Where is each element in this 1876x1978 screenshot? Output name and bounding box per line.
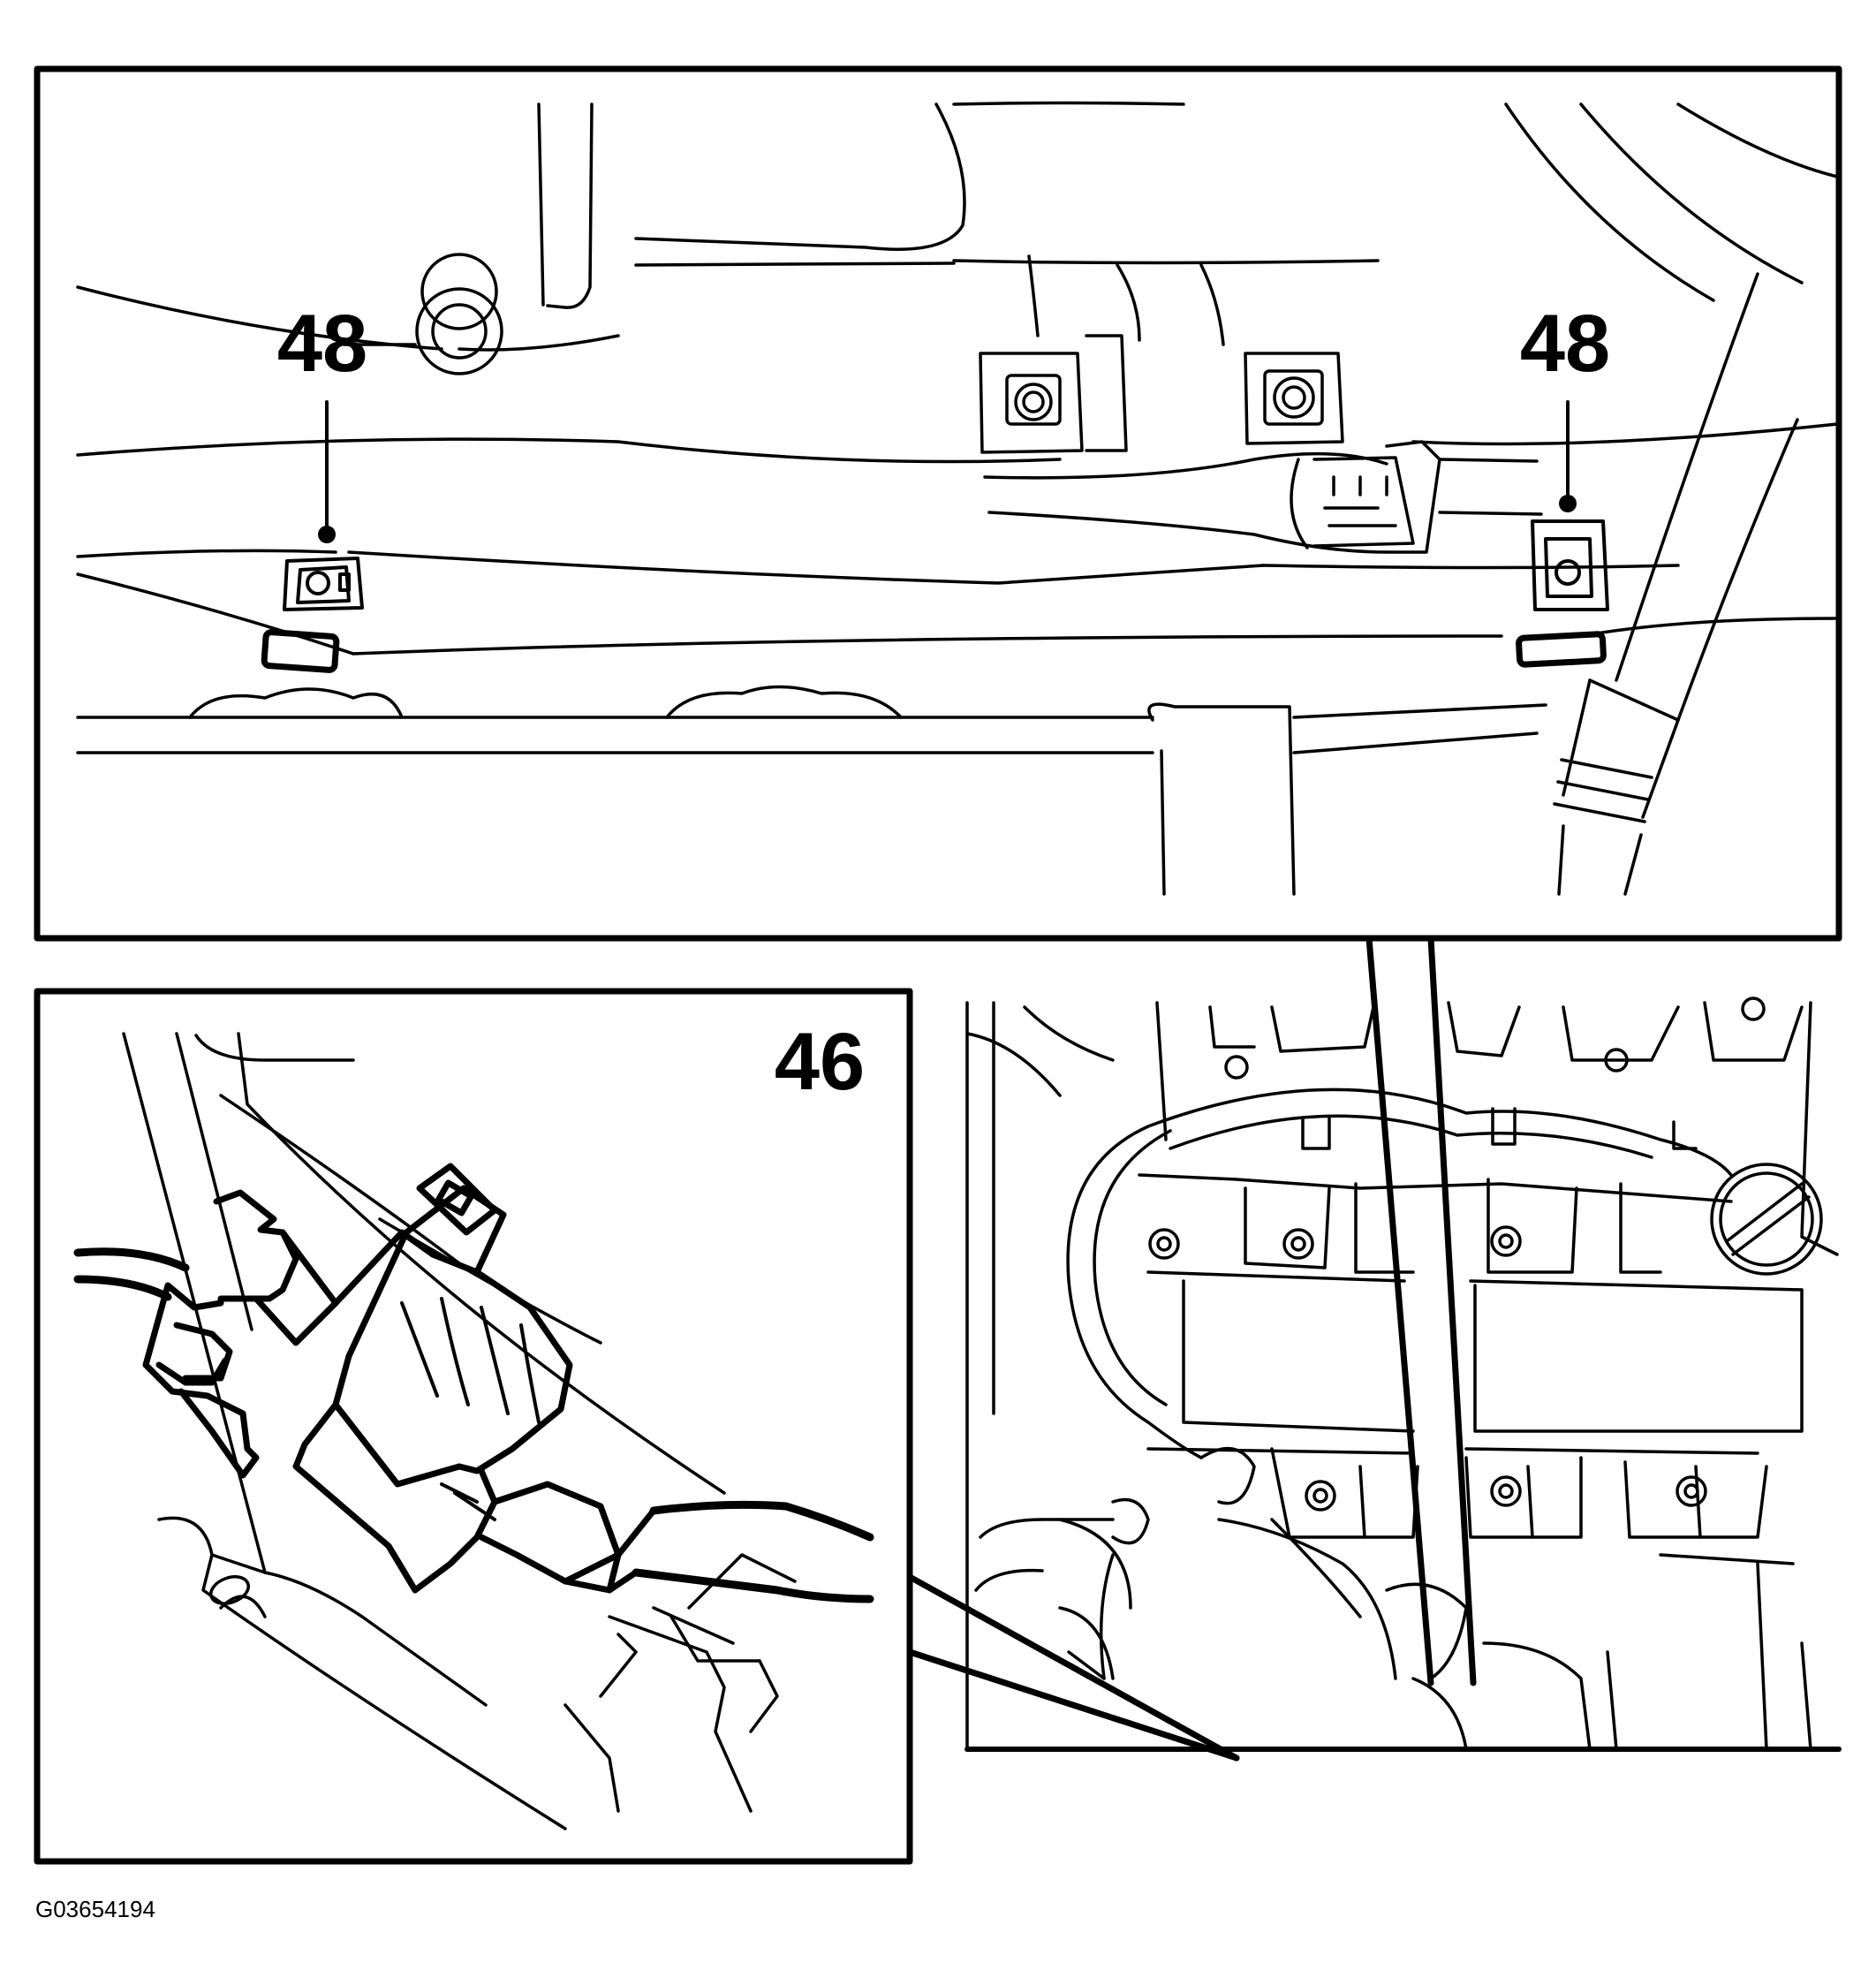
magnify-leader-left [906,1573,1240,1762]
bottom-left-panel-frame [34,988,913,1865]
bottom-left-panel-lines [122,1032,797,1830]
figure-reference: G03654194 [35,1896,155,1922]
injector-seal-left [261,629,340,673]
injector-clip-right [1531,519,1609,611]
callout-dot-left [318,526,336,543]
injector-clip-left [283,557,364,611]
connector-assembly [142,1163,657,1594]
overview-lines [965,997,1839,1751]
callout-label-48-left: 48 [277,299,367,389]
connector-ribs [400,1297,541,1521]
top-panel: 48 48 [34,65,1842,942]
injector-seal-right [1516,631,1607,668]
top-panel-frame [34,65,1842,942]
callout-dot-right [1559,495,1577,512]
magnify-leader-top [1365,935,1477,1686]
callout-label-46: 46 [775,1017,865,1107]
bottom-left-panel: 46 [34,988,913,1865]
callout-label-48-right: 48 [1520,299,1610,389]
top-panel-lines [76,101,1839,896]
wire-harness [73,1247,874,1603]
overview-view [906,935,1842,1762]
